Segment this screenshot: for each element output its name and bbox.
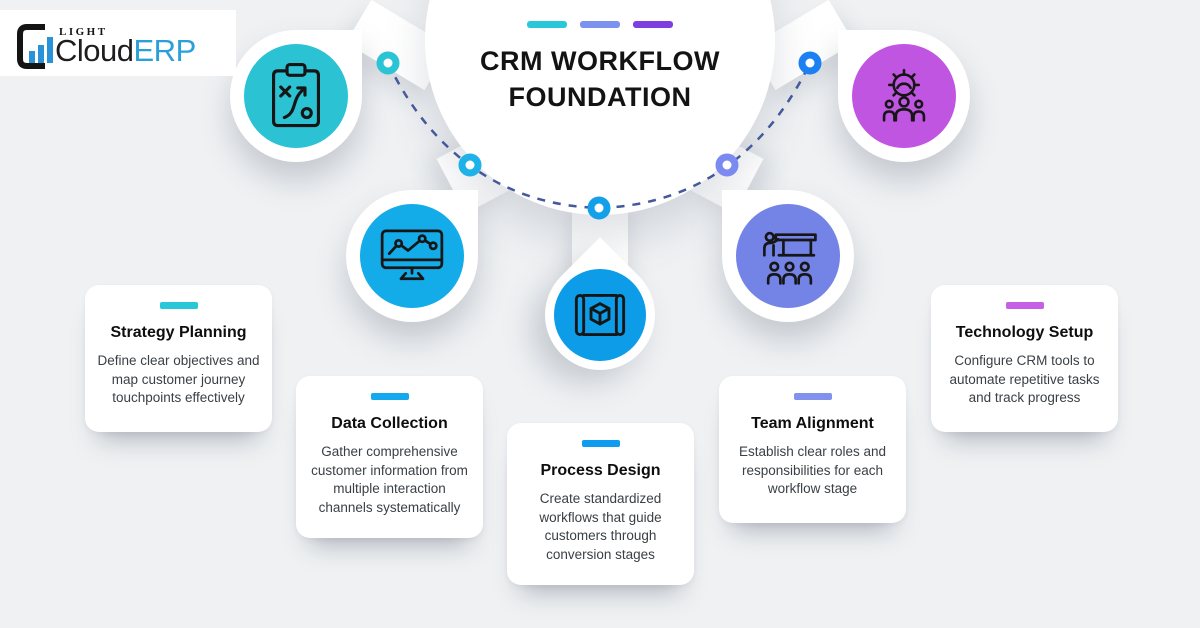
card-title: Process Design [540, 462, 661, 479]
page-title-line1: CRM WORKFLOW [480, 46, 720, 76]
card-accent-bar [370, 393, 409, 400]
card-description: Gather comprehensive customer informatio… [311, 444, 468, 515]
step-pod-data-collection [346, 190, 478, 322]
pod-circle-process [554, 269, 646, 361]
card-title: Technology Setup [955, 324, 1094, 341]
brand-name: CloudERP [55, 33, 196, 69]
step-pod-team-alignment [722, 190, 854, 322]
card-title: Team Alignment [751, 415, 874, 432]
brand-cloud-label: Cloud [55, 33, 134, 68]
card-accent-bar [1005, 302, 1044, 309]
gear-team-icon [882, 68, 926, 122]
brand-light-label: LIGHT [59, 26, 108, 38]
title-dash-teal [527, 21, 567, 28]
pod-circle-strategy [244, 44, 348, 148]
strategy-clipboard-icon [271, 63, 321, 128]
step-pod-process-design [522, 237, 678, 393]
card-description: Configure CRM tools to automate repetiti… [949, 353, 1100, 406]
monitor-analytics-icon [380, 229, 444, 281]
step-card-process-design: Process Design Create standardized workf… [507, 423, 694, 585]
step-card-data-collection: Data Collection Gather comprehensive cus… [296, 376, 483, 538]
card-accent-bar [793, 393, 832, 400]
card-description: Create standardized workflows that guide… [539, 491, 662, 562]
card-description: Define clear objectives and map customer… [97, 353, 260, 406]
title-dash-purple [633, 21, 673, 28]
bar-chart-logo-icon [17, 24, 53, 69]
team-presentation-icon [763, 231, 817, 285]
page-title: CRM WORKFLOW FOUNDATION [400, 44, 800, 115]
card-title: Data Collection [331, 415, 448, 432]
page-title-line2: FOUNDATION [508, 81, 692, 112]
card-description: Establish clear roles and responsibiliti… [738, 444, 887, 497]
card-accent-bar [159, 302, 198, 309]
title-dash-periwinkle [580, 21, 620, 28]
step-pod-technology-setup [838, 30, 970, 162]
step-pod-strategy-planning [230, 30, 362, 162]
pod-circle-team [736, 204, 840, 308]
brand-erp-label: ERP [133, 33, 197, 68]
step-card-strategy-planning: Strategy Planning Define clear objective… [85, 285, 272, 432]
brand-logo: LIGHT CloudERP [0, 10, 236, 76]
step-card-technology-setup: Technology Setup Configure CRM tools to … [931, 285, 1118, 432]
pod-circle-data [360, 204, 464, 308]
card-accent-bar [581, 440, 620, 447]
title-dashes [527, 21, 673, 28]
pod-circle-technology [852, 44, 956, 148]
step-card-team-alignment: Team Alignment Establish clear roles and… [719, 376, 906, 523]
blueprint-cube-icon [574, 293, 626, 337]
card-title: Strategy Planning [110, 324, 247, 341]
